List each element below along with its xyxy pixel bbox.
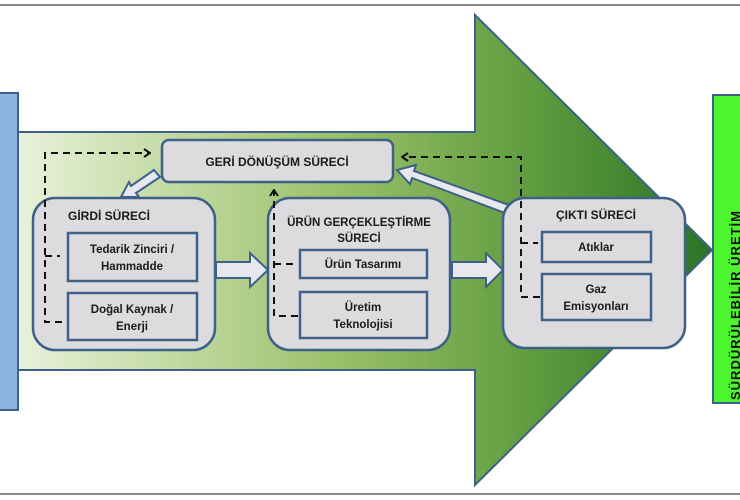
- gas-emission-label-2: Emisyonları: [563, 301, 628, 313]
- output-process-title: ÇIKTI SÜRECİ: [556, 207, 636, 222]
- right-panel: [712, 94, 740, 404]
- product-process-title-1: ÜRÜN GERÇEKLEŞTİRME: [287, 216, 431, 229]
- product-design-label: Ürün Tasarımı: [325, 258, 401, 271]
- recycling-process-box: GERİ DÖNÜŞÜM SÜRECİ: [160, 138, 395, 184]
- right-panel-label-clip: SÜRDÜRÜLEBİLİR ÜRETİM: [728, 100, 740, 400]
- dashed-output-to-recycling: [402, 157, 540, 298]
- natural-resource-box: [66, 291, 199, 342]
- natural-resource-label-1: Doğal Kaynak /: [91, 304, 174, 316]
- output-process-box: ÇIKTI SÜRECİ Atıklar Gaz Emisyonları: [501, 196, 687, 350]
- natural-resource-label-2: Enerji: [116, 321, 148, 333]
- gas-emission-label-1: Gaz: [585, 284, 606, 296]
- arrow-output-to-recycling: [395, 163, 511, 215]
- gas-emission-box: [540, 272, 653, 322]
- arrow-input-to-product: [215, 250, 270, 290]
- dashed-product-to-recycling: [274, 190, 298, 317]
- dashed-input-to-recycling: [44, 153, 150, 323]
- top-border: [0, 4, 740, 6]
- arrow-product-to-output: [451, 250, 505, 290]
- product-process-title-2: SÜRECİ: [337, 232, 380, 245]
- waste-label: Atıklar: [578, 242, 614, 254]
- input-process-box: GİRDİ SÜRECİ Tedarik Zinciri / Hammadde …: [31, 196, 217, 352]
- product-design-box: [298, 248, 429, 280]
- waste-box: [540, 230, 653, 264]
- right-panel-label: SÜRDÜRÜLEBİLİR ÜRETİM: [728, 210, 740, 400]
- production-tech-label-1: Üretim: [345, 301, 381, 314]
- production-tech-box: [298, 290, 429, 340]
- supply-chain-box: [66, 231, 199, 283]
- product-process-box: ÜRÜN GERÇEKLEŞTİRME SÜRECİ Ürün Tasarımı…: [266, 196, 452, 352]
- bottom-border: [0, 493, 740, 495]
- supply-chain-label-1: Tedarik Zinciri /: [90, 244, 175, 256]
- input-process-title: GİRDİ SÜRECİ: [68, 208, 150, 223]
- production-tech-label-2: Teknolojisi: [333, 319, 392, 331]
- left-panel: [0, 92, 19, 411]
- supply-chain-label-2: Hammadde: [101, 261, 163, 273]
- recycling-process-label: GERİ DÖNÜŞÜM SÜRECİ: [205, 154, 348, 169]
